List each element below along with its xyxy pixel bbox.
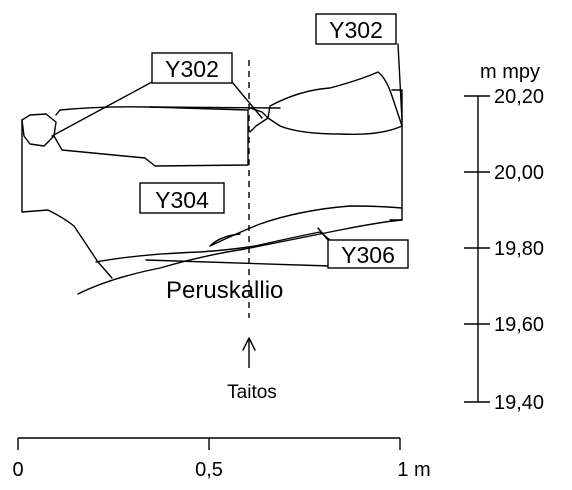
svg-text:Y306: Y306 <box>341 242 395 268</box>
label-y306: Y306 <box>327 239 409 269</box>
label-fold: Taitos <box>227 382 277 403</box>
leader-y302-mid-b <box>231 81 263 119</box>
scale-tick-label: 1 m <box>397 459 430 481</box>
elevation-unit: m mpy <box>480 61 540 83</box>
layer-y306-outline <box>77 219 403 295</box>
label-y304: Y304 <box>139 182 225 214</box>
layer-y304-outline <box>21 119 403 279</box>
elevation-tick-label: 20,20 <box>494 86 544 108</box>
label-bedrock: Peruskallio <box>166 277 283 304</box>
elevation-tick-label: 19,60 <box>494 314 544 336</box>
elevation-tick-label: 20,00 <box>494 162 544 184</box>
svg-text:Y302: Y302 <box>329 17 383 43</box>
svg-text:Y302: Y302 <box>165 56 219 82</box>
elevation-scale: m mpy 20,20 20,00 19,80 19,60 19,40 <box>464 61 544 414</box>
layer-y302-outline <box>21 71 403 221</box>
scale-tick-label: 0 <box>12 459 23 481</box>
leader-y302-mid-a <box>51 81 153 137</box>
svg-text:Y304: Y304 <box>155 187 209 213</box>
horizontal-scale: 0 0,5 1 m <box>12 437 431 481</box>
label-y302-mid: Y302 <box>151 52 233 84</box>
leader-y306-b <box>317 227 329 241</box>
leader-y302-top <box>397 43 403 121</box>
label-y302-top: Y302 <box>315 13 397 45</box>
leader-y306 <box>145 259 331 267</box>
elevation-tick-label: 19,40 <box>494 392 544 414</box>
scale-tick-label: 0,5 <box>195 459 223 481</box>
fold-arrow <box>242 337 256 368</box>
elevation-tick-label: 19,80 <box>494 238 544 260</box>
